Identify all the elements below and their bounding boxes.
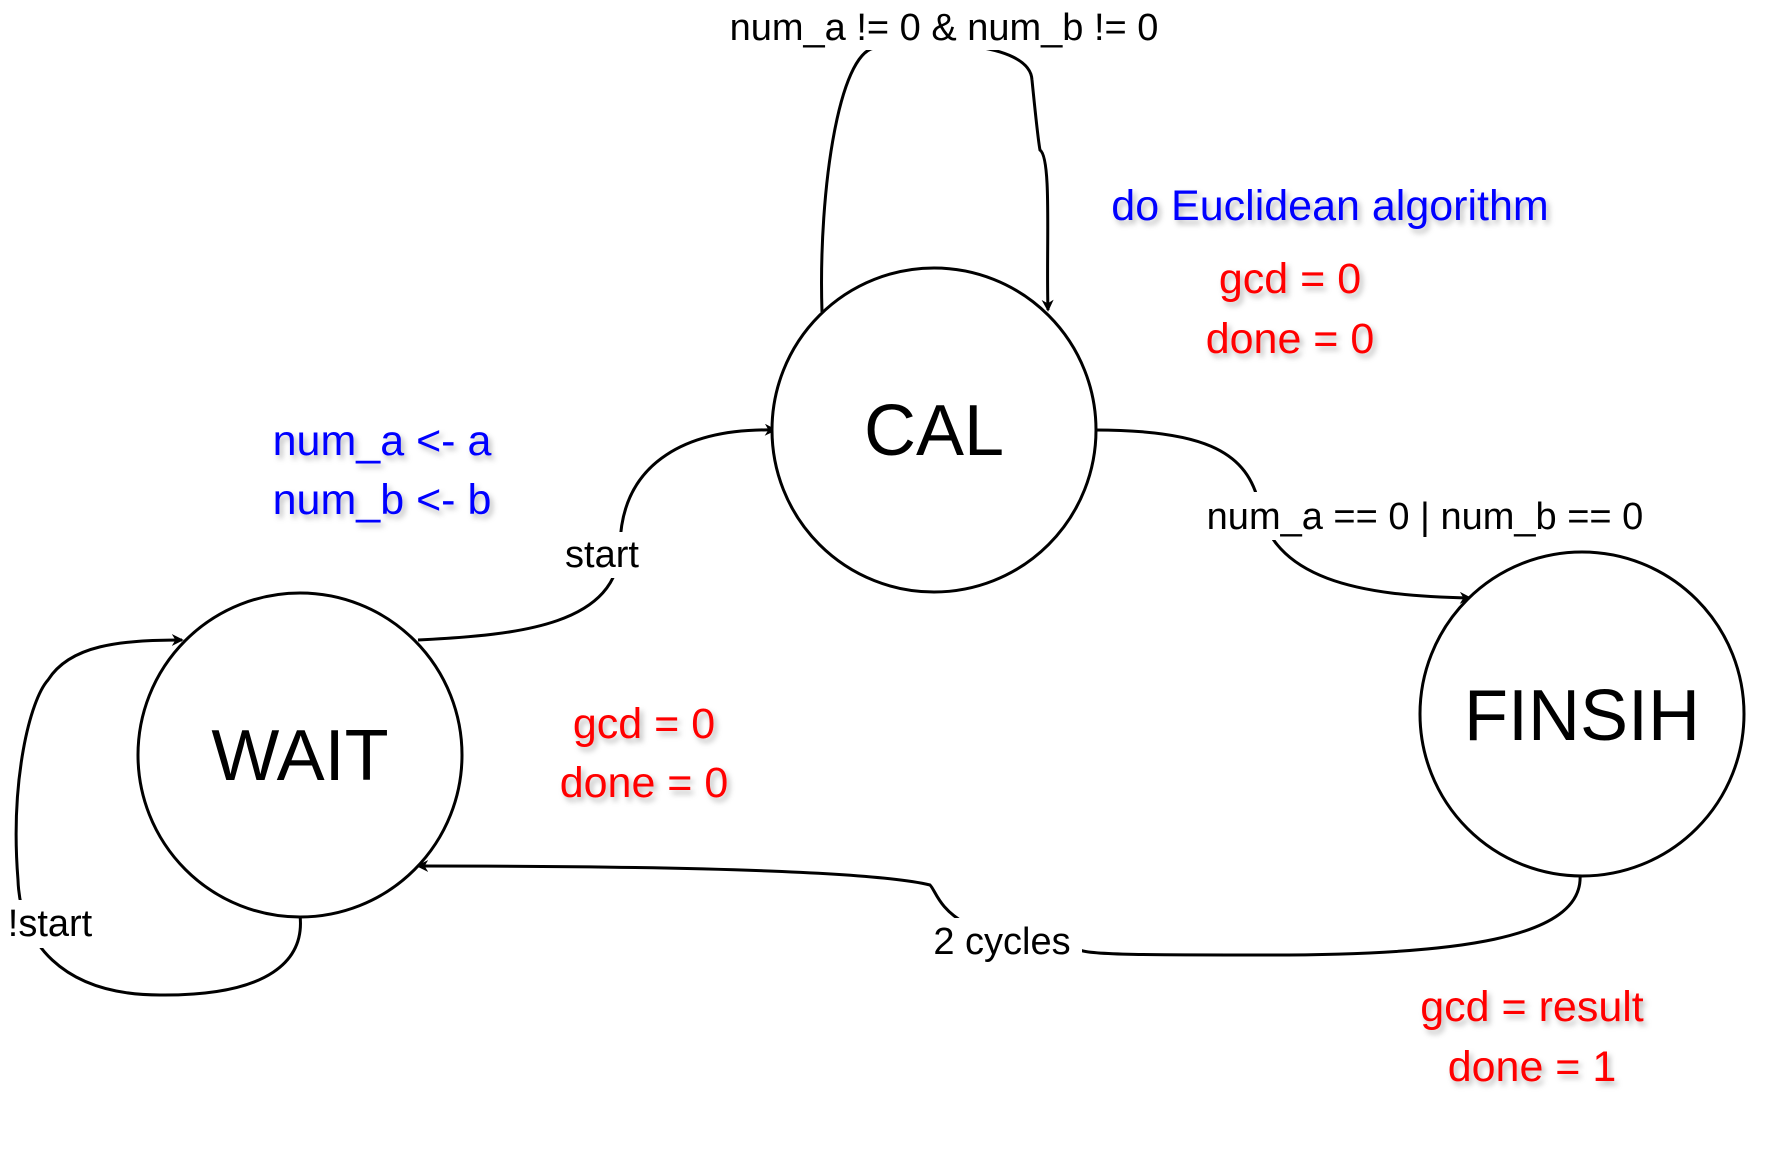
state-finish: FINSIH: [1418, 550, 1746, 878]
state-wait-label: WAIT: [211, 716, 388, 796]
cal-self-loop-edge: [820, 42, 1054, 313]
state-wait-circle: [136, 591, 464, 919]
wait-self-loop-edge: [14, 634, 302, 997]
state-cal-label: CAL: [864, 391, 1004, 471]
wait-to-cal-label-group: start: [556, 532, 648, 578]
finish-output-note-gcd: gcd = result: [1420, 983, 1644, 1031]
cal-output-note-gcd: gcd = 0: [1219, 255, 1361, 303]
wait-output-note-done: done = 0: [560, 759, 729, 807]
finish-output-note-done: done = 1: [1448, 1043, 1617, 1091]
wait-self-loop-label: !start: [8, 903, 93, 945]
cal-to-finish-label: num_a == 0 | num_b == 0: [1207, 496, 1644, 538]
state-cal-circle: [770, 266, 1098, 594]
state-finish-label: FINSIH: [1464, 676, 1700, 756]
cal-action-note: do Euclidean algorithm: [1111, 182, 1548, 230]
finish-to-wait-label-group: 2 cycles: [922, 918, 1082, 966]
start-action-note-b: num_b <- b: [273, 476, 492, 524]
wait-output-note-gcd: gcd = 0: [573, 700, 715, 748]
start-action-note-a: num_a <- a: [273, 417, 492, 465]
wait-self-loop-label-group: !start: [0, 900, 102, 948]
cal-self-loop-label-group: num_a != 0 & num_b != 0: [690, 2, 1198, 50]
cal-to-finish-label-group: num_a == 0 | num_b == 0: [1168, 492, 1682, 540]
cal-output-note-done: done = 0: [1206, 315, 1375, 363]
wait-to-cal-label: start: [565, 534, 639, 576]
state-wait: WAIT: [136, 591, 464, 919]
state-finish-circle: [1418, 550, 1746, 878]
cal-self-loop-label: num_a != 0 & num_b != 0: [730, 7, 1159, 49]
finish-to-wait-label: 2 cycles: [933, 921, 1070, 963]
state-cal: CAL: [770, 266, 1098, 594]
